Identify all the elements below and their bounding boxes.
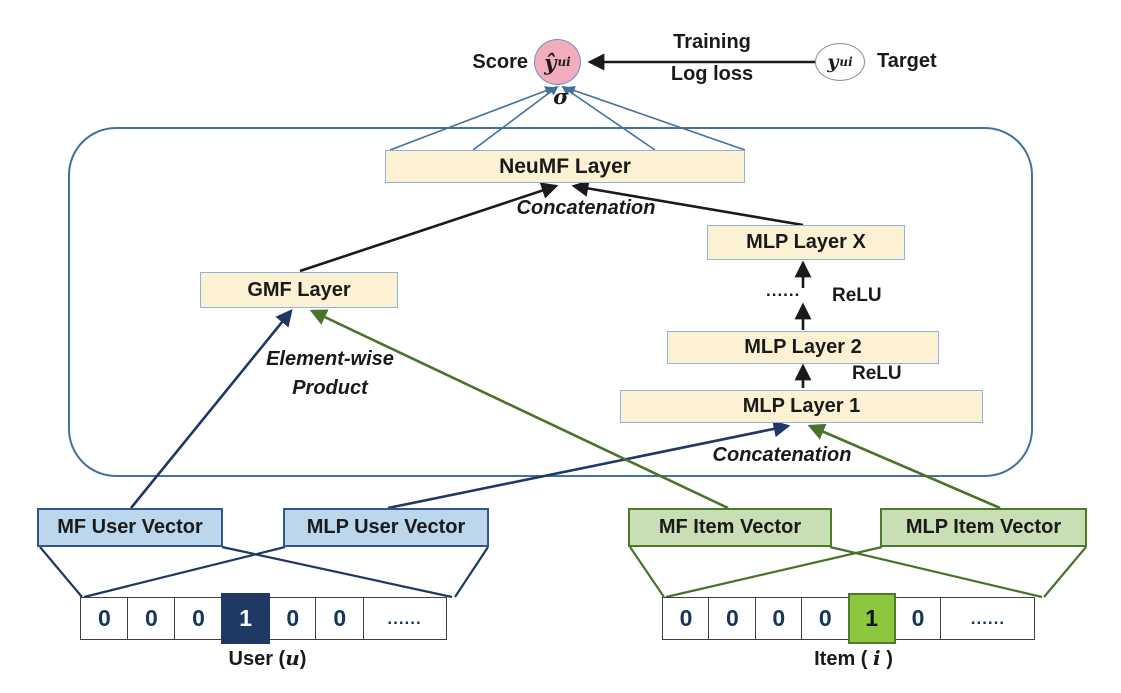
item-onehot-cell: 0 — [708, 597, 757, 640]
sigma-label: σ — [553, 84, 569, 109]
mf-item-vector-box: MF Item Vector — [628, 508, 832, 547]
funnel-mfitem-right — [829, 545, 1043, 599]
target-subscript: ui — [839, 55, 853, 69]
mlp-user-vector-box: MLP User Vector — [283, 508, 489, 547]
item-onehot-hot-cell: 1 — [847, 593, 896, 644]
mlp-layer-x-box: MLP Layer X — [707, 225, 905, 260]
item-onehot-cell: 0 — [754, 597, 803, 640]
user-label-suffix: ) — [299, 648, 307, 670]
funnel-mlpuser-right — [454, 546, 489, 598]
user-onehot-cell: 0 — [80, 597, 129, 640]
mf-user-vector-label: MF User Vector — [57, 516, 203, 538]
user-onehot-label: User (u) — [80, 646, 455, 671]
logloss-label: Log loss — [670, 63, 754, 85]
item-onehot-cell: 0 — [662, 597, 710, 640]
mlp-layer-2-box: MLP Layer 2 — [667, 331, 939, 364]
relu-upper-label: ReLU — [832, 285, 882, 306]
prediction-symbol: ŷ — [544, 49, 557, 75]
item-onehot-cell: 0 — [894, 597, 943, 640]
mlp-user-vector-label: MLP User Vector — [306, 516, 466, 538]
mlp-layer-x-label: MLP Layer X — [746, 231, 866, 253]
elementwise-label-line2: Product — [292, 377, 368, 399]
funnel-mfuser-left — [39, 546, 83, 598]
concatenation-top-label: Concatenation — [516, 197, 656, 219]
mf-user-vector-box: MF User Vector — [37, 508, 223, 547]
relu-dots-label: ...... — [766, 281, 801, 300]
user-onehot-cell: 0 — [174, 597, 223, 640]
score-label: Score — [472, 51, 528, 73]
mlp-item-vector-box: MLP Item Vector — [880, 508, 1087, 547]
mlp-layer-1-label: MLP Layer 1 — [742, 395, 861, 417]
mf-item-vector-label: MF Item Vector — [658, 516, 802, 538]
item-onehot-cell: 0 — [801, 597, 850, 640]
user-onehot-hot-cell: 1 — [221, 593, 270, 644]
item-onehot-label: Item ( i ) — [662, 646, 1045, 671]
relu-lower-label: ReLU — [852, 363, 902, 384]
training-label: Training — [673, 31, 751, 53]
funnel-mfitem-left — [629, 546, 665, 598]
neumf-layer-label: NeuMF Layer — [499, 154, 631, 178]
neumf-layer-box: NeuMF Layer — [385, 150, 745, 183]
user-onehot-cell: 0 — [127, 597, 176, 640]
concatenation-bottom-label: Concatenation — [712, 444, 852, 466]
item-label-prefix: Item ( — [814, 648, 874, 670]
item-label-suffix: ) — [880, 648, 893, 670]
mlp-layer-1-box: MLP Layer 1 — [620, 390, 983, 423]
mlp-item-vector-label: MLP Item Vector — [905, 516, 1062, 538]
item-onehot-ellipsis-cell: ...... — [940, 597, 1036, 640]
prediction-subscript: ui — [557, 55, 571, 69]
funnel-mlpitem-left — [665, 545, 883, 599]
gmf-layer-box: GMF Layer — [200, 272, 398, 308]
item-onehot-vector: 0 0 0 0 1 0 ...... — [662, 593, 1036, 644]
elementwise-label-line1: Element-wise — [266, 348, 394, 370]
funnel-mfuser-right — [221, 545, 453, 599]
item-variable: i — [873, 646, 881, 670]
target-label: Target — [877, 50, 937, 72]
target-symbol: y — [827, 51, 839, 73]
funnel-mlpitem-right — [1043, 546, 1087, 598]
funnel-mlpuser-left — [83, 545, 286, 599]
user-variable: u — [285, 646, 300, 670]
mlp-layer-2-label: MLP Layer 2 — [744, 336, 862, 358]
user-label-prefix: User ( — [228, 648, 286, 670]
user-onehot-cell: 0 — [268, 597, 318, 640]
user-onehot-ellipsis-cell: ...... — [362, 597, 447, 640]
user-onehot-cell: 0 — [315, 597, 365, 640]
gmf-layer-label: GMF Layer — [247, 278, 351, 301]
user-onehot-vector: 0 0 0 1 0 0 ...... — [80, 593, 447, 644]
